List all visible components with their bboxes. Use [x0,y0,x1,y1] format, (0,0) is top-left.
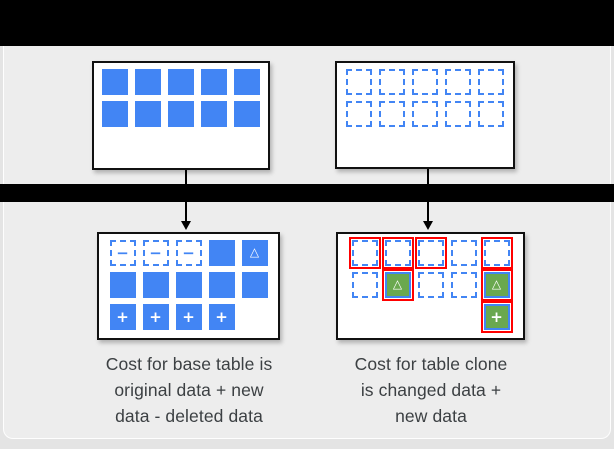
data-block-dashed-minus: − [109,240,136,266]
data-block-solid-plus: + [175,304,202,330]
data-block-dashed [445,101,471,127]
caption-line: Cost for base table is [105,354,273,374]
data-block-dashed [445,69,471,95]
data-block-row: ++++ [109,304,268,330]
base-table-cost-caption: Cost for base table is original data + n… [64,351,314,429]
data-block-green-delta: △ [483,272,510,298]
data-block-solid-delta: △ [241,240,268,266]
data-block-solid [234,69,260,95]
data-block-dashed [483,240,510,266]
data-block-dashed [351,272,378,298]
data-block-dashed [379,69,405,95]
data-block-row [102,69,260,95]
data-block-solid [234,101,260,127]
data-block-solid [175,272,202,298]
left-arrow-head-icon [181,221,191,230]
data-block-solid [102,101,128,127]
data-block-solid [208,240,235,266]
data-block-dashed [412,69,438,95]
data-block-solid [241,272,268,298]
caption-line: data - deleted data [115,406,263,426]
data-block-dashed-minus: − [175,240,202,266]
data-block-solid [168,101,194,127]
data-block-dashed [384,240,411,266]
data-block-solid [109,272,136,298]
data-block-solid-plus: + [208,304,235,330]
data-block-dashed [351,240,378,266]
caption-line: new data [395,406,467,426]
data-block-solid-plus: + [109,304,136,330]
data-block-row [102,101,260,127]
base-table-after-box: −−−△++++ [97,232,280,340]
base-table-original-box [92,61,270,170]
caption-line: Cost for table clone [354,354,508,374]
data-block-green-delta: △ [384,272,411,298]
data-block-solid [135,69,161,95]
middle-black-band [0,184,614,202]
data-block-row [109,272,268,298]
data-block-solid-plus: + [142,304,169,330]
data-block-dashed [346,69,372,95]
data-block-dashed [478,101,504,127]
data-block-green-plus: + [483,304,510,330]
data-block-dashed-minus: − [142,240,169,266]
table-clone-cost-caption: Cost for table clone is changed data + n… [306,351,556,429]
data-block-row: −−−△ [109,240,268,266]
caption-line: original data + new [114,380,264,400]
data-block-row [351,240,510,266]
data-block-dashed [450,272,477,298]
data-block-dashed [450,240,477,266]
data-block-dashed [417,240,444,266]
data-block-solid [135,101,161,127]
data-block-row: + [352,304,510,330]
data-block-row [346,69,504,95]
data-block-solid [201,69,227,95]
table-clone-original-box [335,61,515,169]
left-arrow-line [185,170,187,222]
top-black-band [0,0,614,46]
right-arrow-line [427,169,429,222]
data-block-solid [201,101,227,127]
data-block-solid [142,272,169,298]
data-block-solid [102,69,128,95]
data-block-dashed [417,272,444,298]
data-block-solid [168,69,194,95]
data-block-dashed [478,69,504,95]
data-block-row [346,101,504,127]
data-block-solid [208,272,235,298]
data-block-dashed [346,101,372,127]
table-clone-after-box: △△+ [336,232,525,340]
data-block-dashed [412,101,438,127]
caption-line: is changed data + [360,380,502,400]
data-block-dashed [379,101,405,127]
right-arrow-head-icon [423,221,433,230]
data-block-row: △△ [351,272,510,298]
